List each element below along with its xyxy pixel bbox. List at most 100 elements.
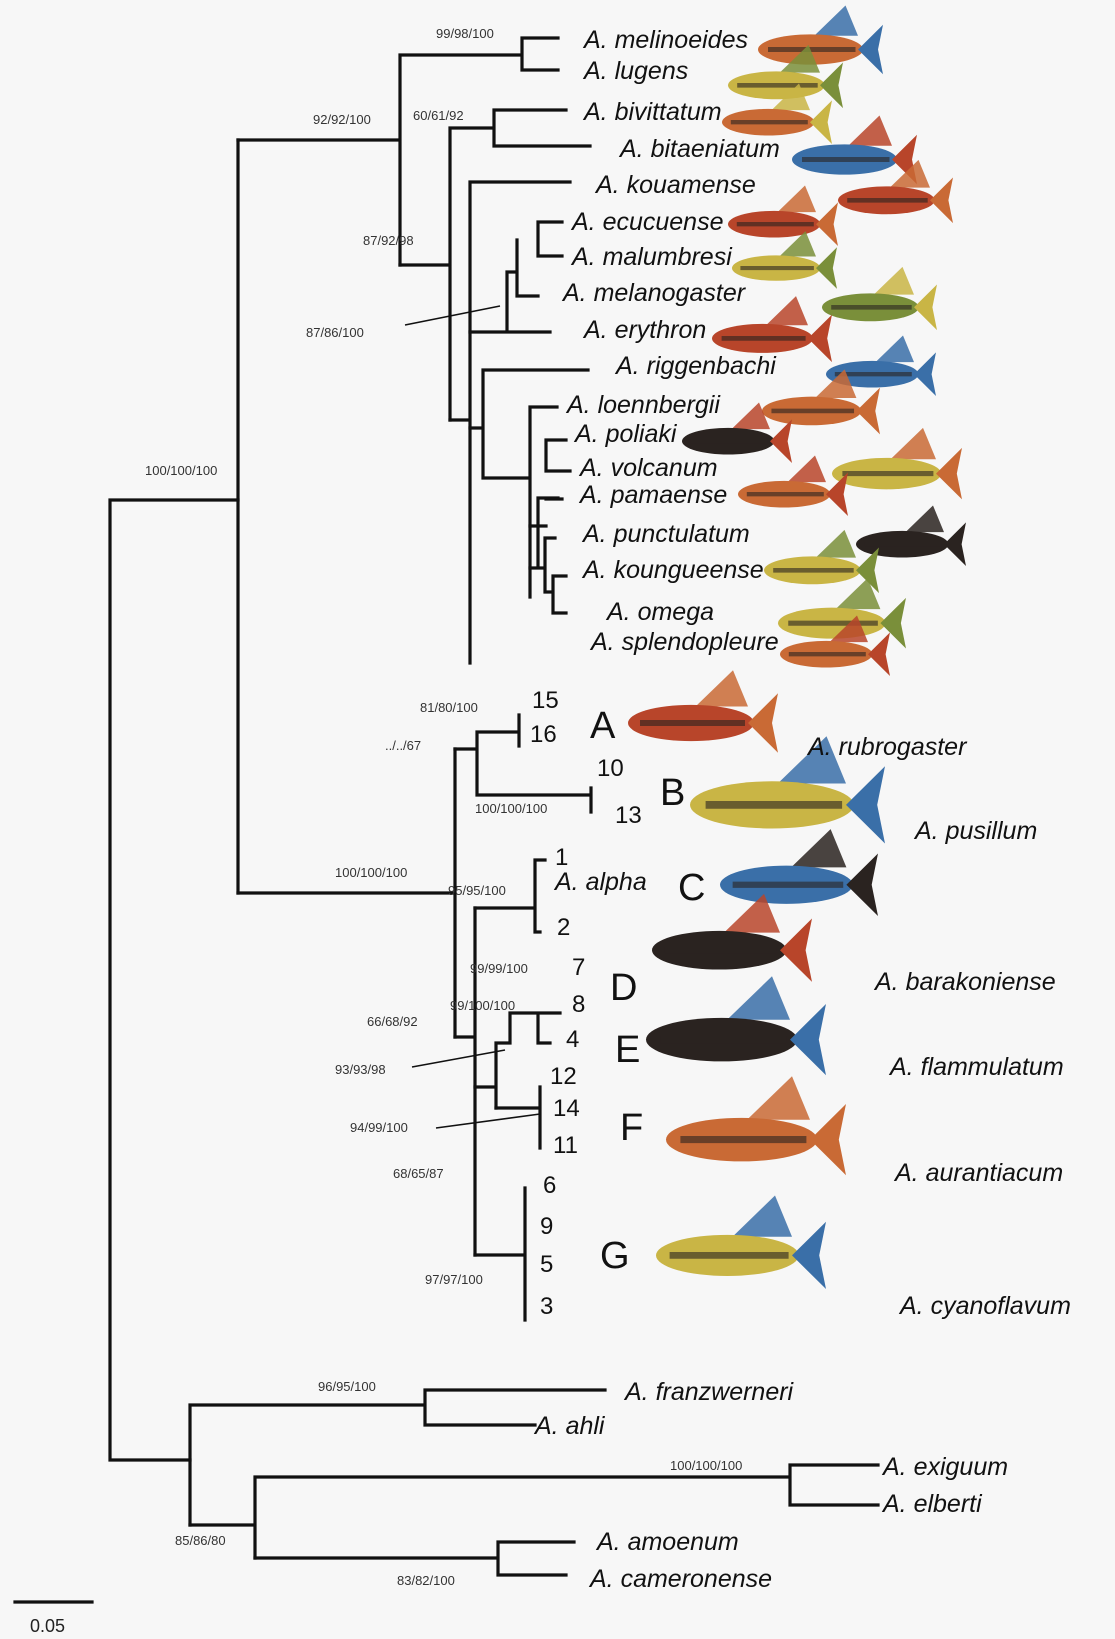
branch: [255, 1542, 574, 1575]
tip-label: A. malumbresi: [570, 243, 733, 271]
specimen-number: 7: [572, 954, 585, 981]
support-value: 100/100/100: [475, 801, 547, 816]
support-value: 83/82/100: [397, 1573, 455, 1588]
support-value: 81/80/100: [420, 700, 478, 715]
support-value: 100/100/100: [670, 1458, 742, 1473]
tip-label: A. omega: [605, 598, 714, 626]
tip-label: A. erythron: [582, 316, 706, 344]
branch: [190, 1390, 605, 1525]
tip-label: A. poliaki: [573, 420, 678, 448]
tip-label: A. bitaeniatum: [618, 135, 780, 163]
support-value: 96/95/100: [318, 1379, 376, 1394]
fish-photo-6: [732, 231, 837, 289]
support-value: 85/86/80: [175, 1533, 226, 1548]
clade-letter-c: C: [678, 867, 705, 909]
clade-letter-a: A: [590, 705, 616, 747]
tip-label: A. pamaense: [578, 481, 727, 509]
specimen-number: 11: [553, 1132, 578, 1159]
support-value: 87/86/100: [306, 325, 364, 340]
branch: [530, 498, 566, 613]
fish-photo-13: [738, 455, 848, 515]
branch: [190, 1465, 878, 1558]
specimen-number: 8: [572, 991, 585, 1018]
fish-photo-7: [822, 267, 937, 330]
tip-label: A. koungueense: [581, 556, 764, 584]
fish-photo-22: [646, 976, 826, 1075]
specimen-number: 15: [532, 687, 559, 714]
fish-photo-21: [652, 894, 812, 982]
tip-label: A. splendopleure: [589, 628, 779, 656]
clade-species: A. rubrogaster: [806, 733, 968, 761]
support-value: 92/92/100: [313, 112, 371, 127]
clade-letter-d: D: [610, 967, 637, 1009]
clade-species: A. cyanoflavum: [898, 1292, 1071, 1320]
support-value: 94/99/100: [350, 1120, 408, 1135]
support-value: 100/100/100: [145, 463, 217, 478]
tip-label: A. amoenum: [595, 1528, 739, 1556]
branch: [455, 715, 591, 812]
fish-photo-18: [628, 670, 778, 753]
leader-line: [436, 1114, 540, 1128]
clade-species: A. barakoniense: [873, 968, 1056, 996]
tip-label: A. melanogaster: [561, 279, 747, 307]
branch: [475, 1013, 560, 1108]
tip-label: A. cameronense: [588, 1565, 772, 1593]
branch: [470, 222, 562, 332]
support-value: 87/92/98: [363, 233, 414, 248]
tip-label: A. lugens: [582, 57, 688, 85]
specimen-number: 4: [566, 1026, 579, 1053]
clade-species: A. flammulatum: [888, 1053, 1064, 1081]
clade-species: A. aurantiacum: [893, 1159, 1063, 1187]
tip-label: A. bivittatum: [582, 98, 722, 126]
clade-letter-f: F: [620, 1107, 643, 1149]
tip-label: A. elberti: [881, 1490, 983, 1518]
branch: [110, 500, 238, 1460]
leader-line: [405, 306, 500, 325]
support-value: 95/95/100: [448, 883, 506, 898]
support-value: 99/100/100: [450, 998, 515, 1013]
tip-label: A. loennbergii: [565, 391, 721, 419]
specimen-number: 1: [555, 844, 568, 871]
branch: [400, 110, 590, 420]
fish-photo-23: [666, 1076, 846, 1175]
tip-label: A. melinoeides: [582, 26, 748, 54]
support-value: 93/93/98: [335, 1062, 386, 1077]
fish-photo-0: [758, 6, 883, 75]
fish-photo-12: [832, 428, 962, 500]
leader-line: [412, 1050, 505, 1067]
clade-letter-b: B: [660, 772, 685, 814]
tip-label: A. ahli: [533, 1412, 606, 1440]
specimen-number: 5: [540, 1251, 553, 1278]
branch: [238, 749, 455, 1037]
specimen-number: 12: [550, 1063, 577, 1090]
tip-label: A. punctulatum: [581, 520, 750, 548]
branch: [238, 38, 558, 265]
specimen-number: 13: [615, 802, 642, 829]
support-value: 66/68/92: [367, 1014, 418, 1029]
branch: [530, 440, 570, 526]
tip-label: A. alpha: [553, 868, 647, 896]
fish-photo-24: [656, 1196, 826, 1290]
support-value: 97/97/100: [425, 1272, 483, 1287]
specimen-number: 14: [553, 1095, 580, 1122]
specimen-number: 9: [540, 1213, 553, 1240]
clade-species: A. pusillum: [913, 817, 1037, 845]
specimen-number: 3: [540, 1293, 553, 1320]
specimen-number: 2: [557, 914, 570, 941]
tip-label: A. exiguum: [881, 1453, 1008, 1481]
support-value: 60/61/92: [413, 108, 464, 123]
clade-letter-e: E: [615, 1029, 640, 1071]
support-value: 99/98/100: [436, 26, 494, 41]
tip-label: A. ecucuense: [570, 208, 724, 236]
tip-label: A. kouamense: [594, 171, 756, 199]
scale-bar-label: 0.05: [30, 1616, 65, 1636]
specimen-number: 6: [543, 1172, 556, 1199]
support-value: 68/65/87: [393, 1166, 444, 1181]
tip-label: A. franzwerneri: [623, 1378, 795, 1406]
specimen-number: 16: [530, 721, 557, 748]
specimen-number: 10: [597, 755, 624, 782]
fish-photo-20: [720, 829, 878, 916]
clade-letter-g: G: [600, 1235, 630, 1277]
support-value: ../../67: [385, 738, 421, 753]
